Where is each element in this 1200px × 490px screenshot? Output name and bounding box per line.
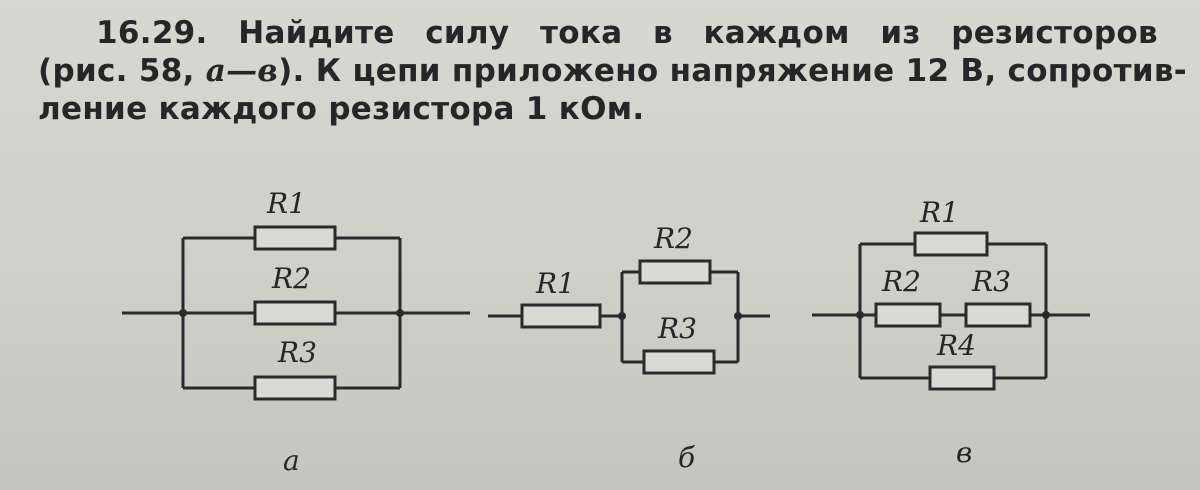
label-b-r2: R2	[653, 222, 693, 255]
label-v-r1: R1	[919, 196, 959, 229]
node	[618, 312, 626, 320]
figure-ref: а—в	[205, 53, 279, 89]
word: в	[652, 15, 673, 51]
label-a-r1: R1	[266, 187, 306, 220]
problem-line-1: 16.29. Найдите силу тока в каждом из рез…	[38, 14, 1158, 52]
resistor-b-r1	[520, 303, 602, 329]
word: резисторов	[951, 15, 1158, 51]
line2-rest: ). К цепи приложено напряжение 12 В, соп…	[278, 53, 1187, 89]
label-b-r1: R1	[535, 267, 575, 300]
resistor-a-r3	[253, 375, 337, 401]
node	[1042, 311, 1050, 319]
line2-start: (рис. 58,	[38, 53, 206, 89]
node	[396, 309, 404, 317]
resistor-a-r2	[253, 300, 337, 326]
caption-a: а	[283, 444, 300, 477]
circuit-v: R1 R2 R3 R4 в	[812, 196, 1090, 469]
caption-v: в	[956, 436, 972, 469]
word: тока	[539, 15, 623, 51]
resistor-v-r1	[913, 231, 989, 257]
problem-line-2: (рис. 58, а—в). К цепи приложено напряже…	[38, 52, 1187, 90]
caption-b: б	[678, 441, 696, 474]
circuit-a: R1 R2 R3 а	[122, 187, 470, 477]
circuit-b: R1 R2 R3 б	[488, 222, 770, 474]
resistor-a-r1	[253, 225, 337, 251]
node	[734, 312, 742, 320]
node	[179, 309, 187, 317]
resistor-b-r3	[642, 349, 716, 375]
label-v-r2: R2	[881, 265, 921, 298]
node	[856, 311, 864, 319]
problem-text: 16.29. Найдите силу тока в каждом из рез…	[38, 14, 1187, 128]
problem-line-3: ление каждого резистора 1 кОм.	[38, 91, 645, 127]
label-b-r3: R3	[657, 312, 697, 345]
word: Найдите	[238, 15, 395, 51]
label-v-r4: R4	[936, 329, 976, 362]
label-a-r3: R3	[277, 336, 317, 369]
resistor-v-r2	[874, 302, 942, 328]
word: из	[880, 15, 921, 51]
word: каждом	[703, 15, 850, 51]
label-a-r2: R2	[271, 262, 311, 295]
resistor-v-r4	[928, 365, 996, 391]
resistor-v-r3	[964, 302, 1032, 328]
problem-number: 16.29.	[96, 15, 208, 51]
label-v-r3: R3	[971, 265, 1011, 298]
word: силу	[425, 15, 510, 51]
resistor-b-r2	[638, 259, 712, 285]
